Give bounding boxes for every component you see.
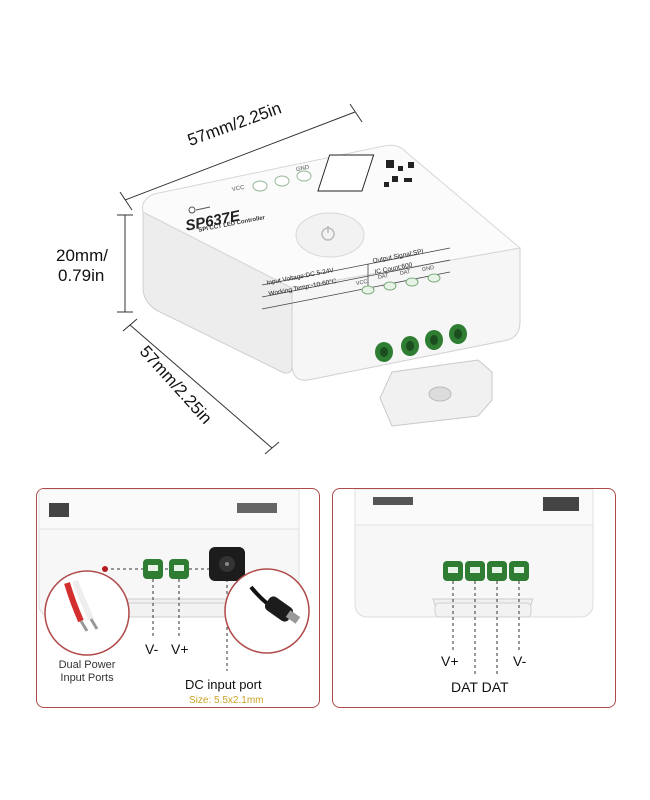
controller-box (142, 144, 522, 427)
dual-power-line2: Input Ports (60, 672, 114, 684)
height-dimension (117, 214, 133, 313)
wire-icon (64, 579, 99, 632)
front-terminals (375, 324, 467, 362)
power-input-panel: V- V+ Dual Power Input Ports DC input po… (36, 488, 320, 708)
dc-input-port-label: DC input port (185, 677, 262, 692)
label-dat-pair: DAT DAT (451, 679, 509, 695)
label-v-plus-data: V+ (441, 653, 459, 669)
product-illustration (117, 103, 522, 455)
dc-plug-icon (249, 585, 301, 624)
label-v-minus-power: V- (145, 641, 159, 657)
dc-size-label: Size: 5.5x2.1mm (189, 695, 264, 706)
height-label-line2: 0.79in (58, 266, 105, 285)
label-v-minus-data: V- (513, 653, 527, 669)
power-input-illustration (38, 489, 310, 671)
dual-power-line1: Dual Power (58, 659, 116, 671)
depth-dimension (122, 318, 280, 455)
power-button (295, 212, 365, 258)
qr-code (317, 154, 414, 192)
spec-table (261, 247, 451, 310)
label-v-plus-power: V+ (171, 641, 189, 657)
height-label-line1: 20mm/ (56, 246, 108, 265)
power-terminals (143, 559, 189, 579)
data-output-illustration (354, 489, 594, 677)
dc-jack (209, 547, 245, 581)
data-terminals (443, 561, 529, 581)
data-output-panel: V+ V- DAT DAT (332, 488, 616, 708)
width-dimension (119, 103, 363, 211)
